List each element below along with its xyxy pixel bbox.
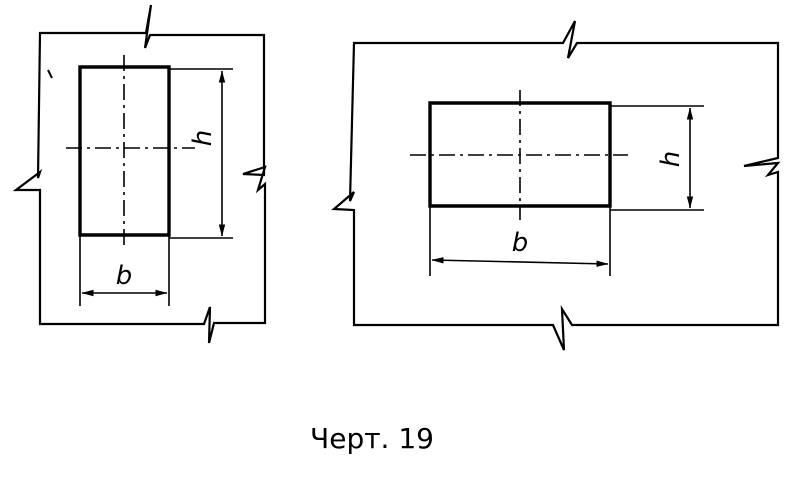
left-width-label: b — [116, 261, 133, 291]
left-wall-outline — [12, 4, 267, 344]
right-height-label: h — [656, 151, 686, 167]
left-stray-mark — [47, 69, 53, 79]
figure-caption: Черт. 19 — [310, 422, 434, 455]
left-height-label: h — [188, 130, 218, 146]
right-width-dimension-line — [431, 257, 609, 267]
right-width-label: b — [512, 228, 529, 258]
right-drawing: h b — [331, 20, 781, 351]
right-wall-outline — [331, 20, 781, 351]
left-drawing: h b — [12, 4, 267, 344]
